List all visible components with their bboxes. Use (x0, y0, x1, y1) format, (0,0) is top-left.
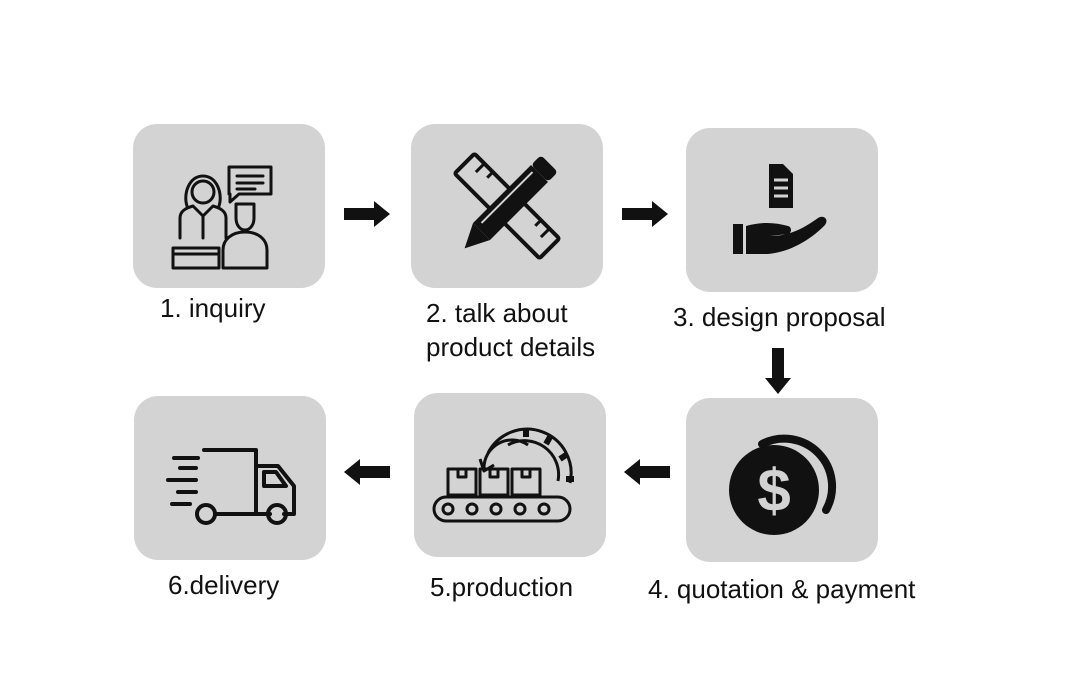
arrow-right-1-to-2 (344, 201, 390, 227)
step-2-box (411, 124, 603, 288)
document-hand-icon (733, 164, 827, 254)
arrow-left-4-to-5 (624, 459, 670, 485)
step-6-label: 6.delivery (168, 570, 280, 600)
step-3-label: 3. design proposal (673, 302, 886, 332)
step-1-box (133, 124, 325, 288)
dollar-coin-icon: $ (729, 434, 837, 535)
svg-text:$: $ (757, 457, 790, 524)
customer-service-icon (171, 165, 273, 270)
step-5-label: 5.production (430, 572, 574, 602)
step-5-box (414, 393, 606, 557)
step-1-label: 1. inquiry (160, 293, 266, 323)
step-2-label-line1: 2. talk about (426, 298, 568, 328)
step-3-box (686, 128, 878, 292)
conveyor-gear-icon (432, 427, 574, 523)
arrow-right-2-to-3 (622, 201, 668, 227)
delivery-truck-icon (166, 448, 296, 525)
arrow-left-5-to-6 (344, 459, 390, 485)
pencil-ruler-icon (453, 152, 561, 260)
step-4-label: 4. quotation & payment (648, 574, 916, 604)
step-4-box: $ (686, 398, 878, 562)
step-6-box (134, 396, 326, 560)
step-2-label-line2: product details (426, 332, 596, 362)
arrow-down-3-to-4 (765, 348, 791, 394)
